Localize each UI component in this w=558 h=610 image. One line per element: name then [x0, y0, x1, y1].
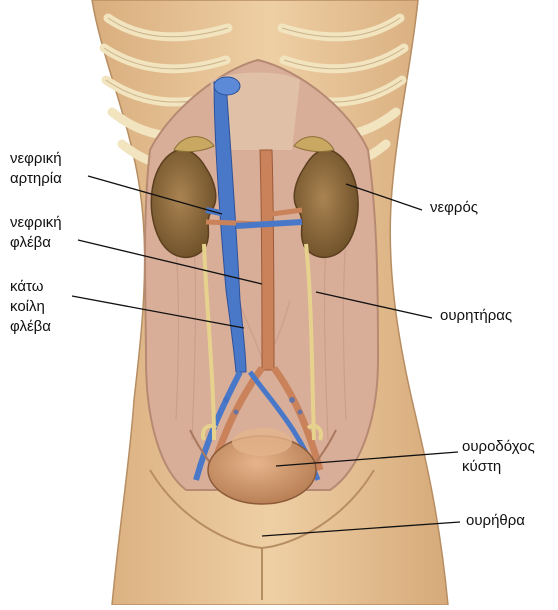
label-vena-cava-line3: φλέβα — [10, 317, 51, 337]
aorta — [260, 150, 274, 370]
label-kidney: νεφρός — [430, 198, 478, 218]
label-vena-cava-line1: κάτω — [10, 277, 51, 297]
label-vena-cava: κάτω κοίλη φλέβα — [10, 277, 51, 337]
label-ureter: ουρητήρας — [440, 306, 512, 326]
label-renal-artery-line1: νεφρική — [10, 149, 62, 169]
label-urethra: ουρήθρα — [466, 511, 525, 531]
label-renal-vein-line2: φλέβα — [10, 233, 62, 253]
label-renal-vein-line1: νεφρική — [10, 213, 62, 233]
label-bladder-line1: ουροδόχος — [462, 437, 535, 457]
label-bladder-line2: κύστη — [462, 457, 535, 477]
label-bladder: ουροδόχος κύστη — [462, 437, 535, 477]
label-renal-artery-line2: αρτηρία — [10, 169, 62, 189]
label-vena-cava-line2: κοίλη — [10, 297, 51, 317]
label-renal-artery: νεφρική αρτηρία — [10, 149, 62, 189]
label-renal-vein: νεφρική φλέβα — [10, 213, 62, 253]
